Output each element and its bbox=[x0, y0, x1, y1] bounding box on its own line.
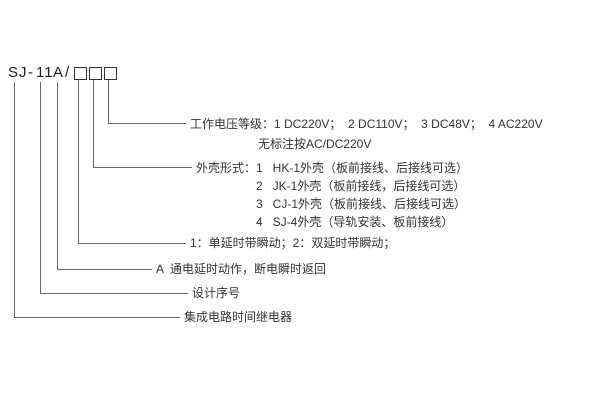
connector-hline-product bbox=[14, 317, 180, 318]
label-voltage-levels: 工作电压等级：1 DC220V； 2 DC110V； 3 DC48V； 4 AC… bbox=[190, 117, 543, 131]
label-delay-mode: 1：单延时带瞬动；2：双延时带瞬动； bbox=[190, 236, 396, 250]
connector-hline-delay bbox=[78, 243, 186, 244]
model-code-slash: / bbox=[65, 64, 71, 81]
connector-vline-product bbox=[14, 82, 15, 317]
connector-hline-voltage bbox=[108, 123, 186, 124]
label-enclosure-type-2: 2 JK-1外壳（板前接线，后接线可选） bbox=[256, 179, 466, 193]
label-enclosure-type-1: 外壳形式：1 HK-1外壳（板前接线、后接线可选） bbox=[196, 161, 469, 175]
connector-hline-action bbox=[57, 269, 152, 270]
connector-hline-design bbox=[40, 293, 188, 294]
model-code-dash: - bbox=[28, 64, 34, 81]
connector-vline-action bbox=[57, 82, 58, 269]
label-enclosure-type-3: 3 CJ-1外壳（板前接线、后接线可选） bbox=[256, 197, 467, 211]
label-enclosure-type-4: 4 SJ-4外壳（导轨安装、板前接线） bbox=[256, 215, 454, 229]
model-code-box-1 bbox=[74, 67, 87, 80]
model-code-action: A bbox=[53, 64, 65, 81]
label-voltage-default: 无标注按AC/DC220V bbox=[258, 137, 372, 151]
model-code-design-no: 11 bbox=[36, 64, 54, 81]
label-design-number: 设计序号 bbox=[192, 286, 241, 300]
label-action-mode: A 通电延时动作，断电瞬时返回 bbox=[156, 262, 327, 276]
label-product-name: 集成电路时间继电器 bbox=[184, 310, 293, 324]
model-code-box-3 bbox=[104, 67, 117, 80]
model-code-box-2 bbox=[89, 67, 102, 80]
connector-vline-enclosure bbox=[93, 80, 94, 167]
model-code-series: SJ bbox=[8, 64, 28, 81]
connector-vline-voltage bbox=[108, 80, 109, 123]
connector-vline-design bbox=[40, 82, 41, 293]
connector-vline-delay bbox=[78, 80, 79, 243]
connector-hline-enclosure bbox=[93, 167, 192, 168]
